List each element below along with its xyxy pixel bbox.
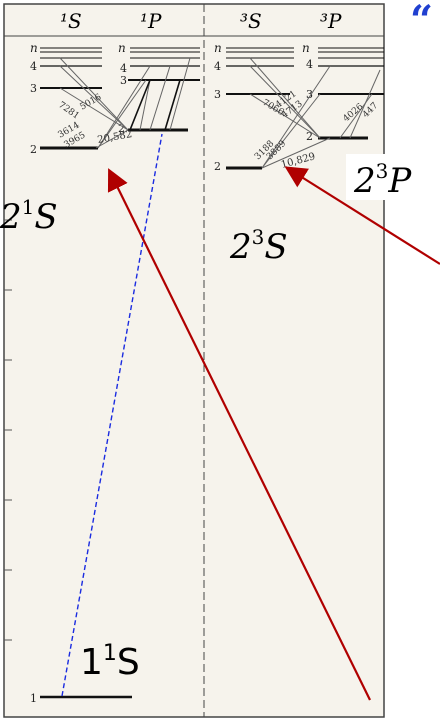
levels-triplet-s	[226, 47, 294, 170]
n4-label-triplet-p: 4	[306, 58, 313, 71]
n-label-triplet-p: n	[302, 41, 310, 55]
n4-label-singlet-p: 4	[120, 62, 127, 75]
corner-quote-mark: “	[410, 0, 433, 44]
n2-label-singlet-s: 2	[30, 143, 37, 156]
label-1-1S: 11S	[80, 641, 140, 683]
n3-label-singlet-s: 3	[30, 82, 37, 95]
n-label-singlet-p: n	[118, 41, 126, 55]
transitions-singlet-heavy	[129, 79, 181, 131]
n1-label-singlet-s: 1	[30, 692, 37, 705]
n2-label-triplet-p: 2	[306, 130, 313, 143]
label-2-3P: 23P	[353, 159, 412, 201]
dashed-transition-line	[61, 133, 163, 697]
n-label-triplet-s: n	[214, 41, 222, 55]
n3-label-singlet-p: 3	[120, 74, 127, 87]
n4-label-triplet-s: 4	[214, 60, 221, 73]
levels-singlet-s	[40, 47, 132, 699]
arrow-to-2-1S	[107, 168, 371, 701]
transitions-singlet	[59, 57, 191, 149]
label-2-1S: 21S	[0, 195, 58, 237]
n3-label-triplet-s: 3	[214, 88, 221, 101]
n4-label-singlet-s: 4	[30, 60, 37, 73]
n3-label-triplet-p: 3	[306, 88, 313, 101]
col-header-3S: ³S	[240, 9, 262, 33]
n2-label-singlet-p: 2	[118, 122, 125, 135]
axis-ticks	[4, 219, 12, 641]
n-label-singlet-s: n	[30, 41, 38, 55]
n2-label-triplet-s: 2	[214, 160, 221, 173]
label-backdrop-2-3P	[346, 154, 440, 200]
arrow-to-2-3S	[284, 166, 440, 265]
col-header-1P: ¹P	[140, 9, 162, 33]
levels-singlet-p	[128, 47, 200, 132]
col-header-3P: ³P	[320, 9, 342, 33]
transitions-triplet	[249, 57, 381, 169]
col-header-1S: ¹S	[60, 9, 82, 33]
label-2-3S: 23S	[229, 225, 288, 267]
levels-triplet-p	[318, 47, 384, 140]
